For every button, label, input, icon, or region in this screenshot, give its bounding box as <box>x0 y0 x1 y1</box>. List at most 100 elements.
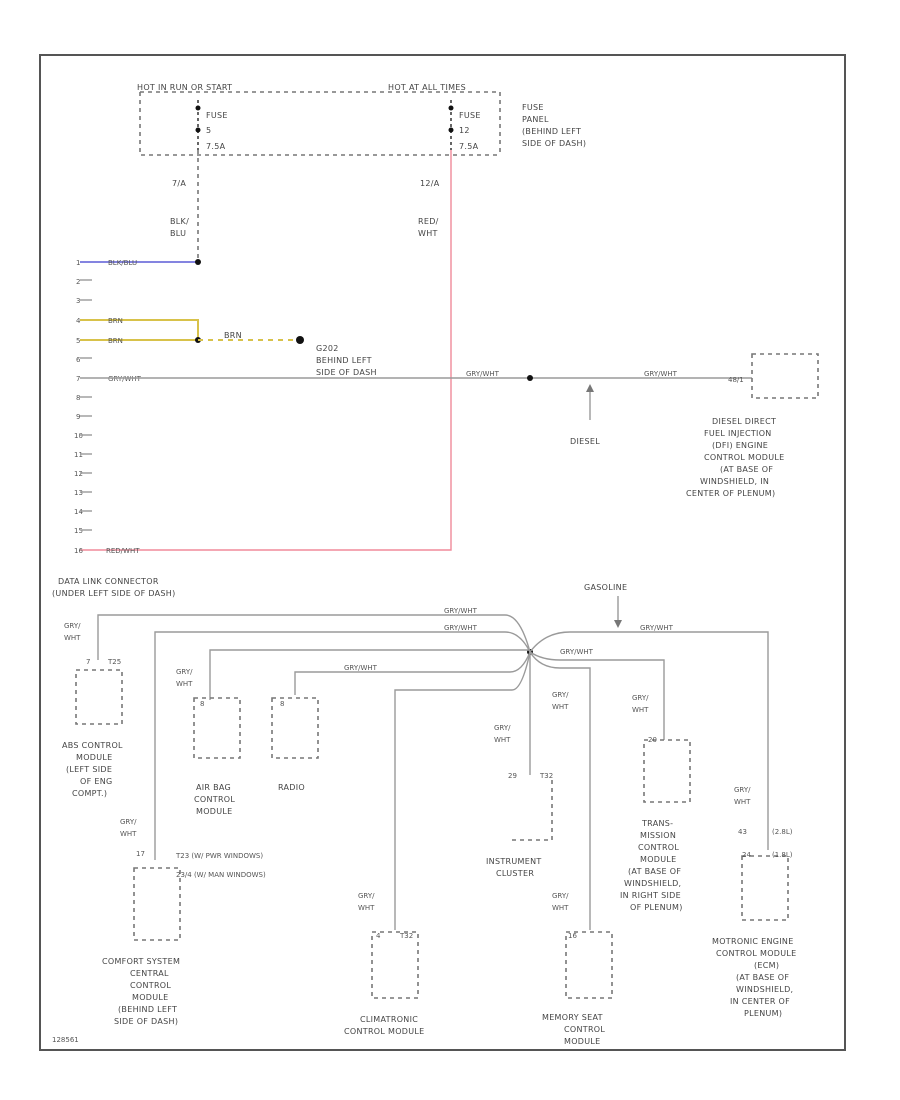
pin4-wire-label: BRN <box>108 317 123 325</box>
dfi-label-line: CENTER OF PLENUM) <box>686 489 775 498</box>
trans-label-line: IN RIGHT SIDE <box>620 891 681 900</box>
pin7-wire-label: GRY/WHT <box>108 375 142 383</box>
wire-climatronic <box>394 651 531 930</box>
pin1-wire-label: BLK/BLU <box>108 259 137 267</box>
pin-number: 16 <box>74 547 83 555</box>
drop-wire-label: WHT <box>552 904 569 912</box>
pin-number: 15 <box>74 527 83 535</box>
ground-location: BEHIND LEFT <box>316 356 372 365</box>
diesel-wire-label-2: GRY/WHT <box>644 370 678 378</box>
trans-label-line: OF PLENUM) <box>630 903 683 912</box>
wire-comfort <box>154 631 531 860</box>
drop-wire-label: GRY/ <box>552 691 569 699</box>
drop-wire-label: GRY/ <box>734 786 751 794</box>
abs-module-box <box>75 669 123 725</box>
motronic-label-line: CONTROL MODULE <box>716 949 797 958</box>
fuse-header-right: HOT AT ALL TIMES <box>388 83 466 92</box>
cluster-connector: T32 <box>539 772 553 780</box>
cluster-box <box>512 780 553 841</box>
instrument-cluster: 29 T32 INSTRUMENT CLUSTER <box>486 772 553 878</box>
drop-wire-label: WHT <box>552 703 569 711</box>
fuse-header-left: HOT IN RUN OR START <box>137 83 232 92</box>
memory-module-box <box>565 931 613 999</box>
climatronic-module-box <box>371 931 419 999</box>
drop-wire-label: GRY/ <box>64 622 81 630</box>
pin16-wire-label: RED/WHT <box>106 547 140 555</box>
drop-wire-label: WHT <box>494 736 511 744</box>
fuse12-mid-dot <box>448 127 454 133</box>
abs-pin: 7 <box>86 658 90 666</box>
trans-label-line: (AT BASE OF <box>628 867 681 876</box>
climatronic-connector: T32 <box>399 932 413 940</box>
abs-label-line: OF ENG <box>80 777 112 786</box>
climatronic-label-line: CONTROL MODULE <box>344 1027 425 1036</box>
comfort-label-line: SIDE OF DASH) <box>114 1017 178 1026</box>
bus-wire-label: GRY/WHT <box>640 624 674 632</box>
trans-label-line: MODULE <box>640 855 677 864</box>
pin-number: 2 <box>76 278 80 286</box>
wire-radio <box>294 651 531 695</box>
dfi-pin: 48/1 <box>728 376 744 384</box>
wire-memory <box>529 651 591 930</box>
pin-number: 6 <box>76 356 81 364</box>
ground-g202 <box>296 336 304 344</box>
splice-diesel <box>527 375 533 381</box>
pin-number: 11 <box>74 451 83 459</box>
airbag-module-box <box>193 697 241 759</box>
dlc-title: DATA LINK CONNECTOR <box>58 577 159 586</box>
bus-wire-label: GRY/WHT <box>444 607 478 615</box>
wire-label-blk-blu: BLK/ <box>170 217 189 226</box>
pin5-wire-label: BRN <box>108 337 123 345</box>
trans-label-line: MISSION <box>640 831 676 840</box>
motronic-label-line: PLENUM) <box>744 1009 782 1018</box>
wire-motronic <box>529 631 769 850</box>
motronic-note: (2.8L) <box>772 828 793 836</box>
trans-pin: 20 <box>648 736 657 744</box>
fuse5-rating: 7.5A <box>206 142 226 151</box>
fuse-location-line: FUSE <box>522 103 544 112</box>
motronic-label-line: (ECM) <box>754 961 779 970</box>
trans-label-line: TRANS- <box>641 819 673 828</box>
motronic-label-line: WINDSHIELD, <box>736 985 793 994</box>
ground-wire-label: BRN <box>224 331 242 340</box>
wire-red-pin16 <box>80 150 452 551</box>
radio-module-box <box>271 697 319 759</box>
pin-number: 14 <box>74 508 83 516</box>
bus-wire-label: GRY/WHT <box>444 624 478 632</box>
wire-trans <box>529 651 665 740</box>
figure-id: 128561 <box>52 1036 79 1044</box>
memory-seat-module: 16 MEMORY SEAT CONTROL MODULE <box>542 931 613 1046</box>
memory-label-line: MEMORY SEAT <box>542 1013 603 1022</box>
drop-wire-label: GRY/ <box>120 818 137 826</box>
bus-wire-label: GRY/WHT <box>560 648 594 656</box>
dfi-label-line: (AT BASE OF <box>720 465 773 474</box>
cluster-pin: 29 <box>508 772 517 780</box>
pin-number: 10 <box>74 432 83 440</box>
gasoline-label: GASOLINE <box>584 583 627 592</box>
fuse-location-line: PANEL <box>522 115 549 124</box>
abs-label-line: MODULE <box>76 753 113 762</box>
trans-label-line: WINDSHIELD, <box>624 879 681 888</box>
pin-number: 7 <box>76 375 80 383</box>
fuse12-top-dot <box>448 105 454 111</box>
abs-label-line: (LEFT SIDE <box>66 765 112 774</box>
diesel-label: DIESEL <box>570 437 600 446</box>
fuse5-mid-dot <box>195 127 201 133</box>
drop-wire-label: WHT <box>120 830 137 838</box>
fuse5-label: FUSE <box>206 111 228 120</box>
pin-number: 4 <box>76 317 81 325</box>
transmission-control-module: 20 TRANS- MISSION CONTROL MODULE (AT BAS… <box>620 736 691 912</box>
fuse5-top-dot <box>195 105 201 111</box>
motronic-pin-1: 43 <box>738 828 747 836</box>
fuse5-number: 5 <box>206 126 211 135</box>
cluster-label-line: CLUSTER <box>496 869 534 878</box>
pin-number: 9 <box>76 413 80 421</box>
pin-number: 1 <box>76 259 80 267</box>
airbag-pin: 8 <box>200 700 204 708</box>
cluster-label-line: INSTRUMENT <box>486 857 542 866</box>
comfort-label-line: CONTROL <box>130 981 171 990</box>
drop-wire-label: GRY/ <box>632 694 649 702</box>
dfi-label-line: CONTROL MODULE <box>704 453 785 462</box>
bus-wire-label: GRY/WHT <box>344 664 378 672</box>
comfort-label-line: CENTRAL <box>130 969 169 978</box>
